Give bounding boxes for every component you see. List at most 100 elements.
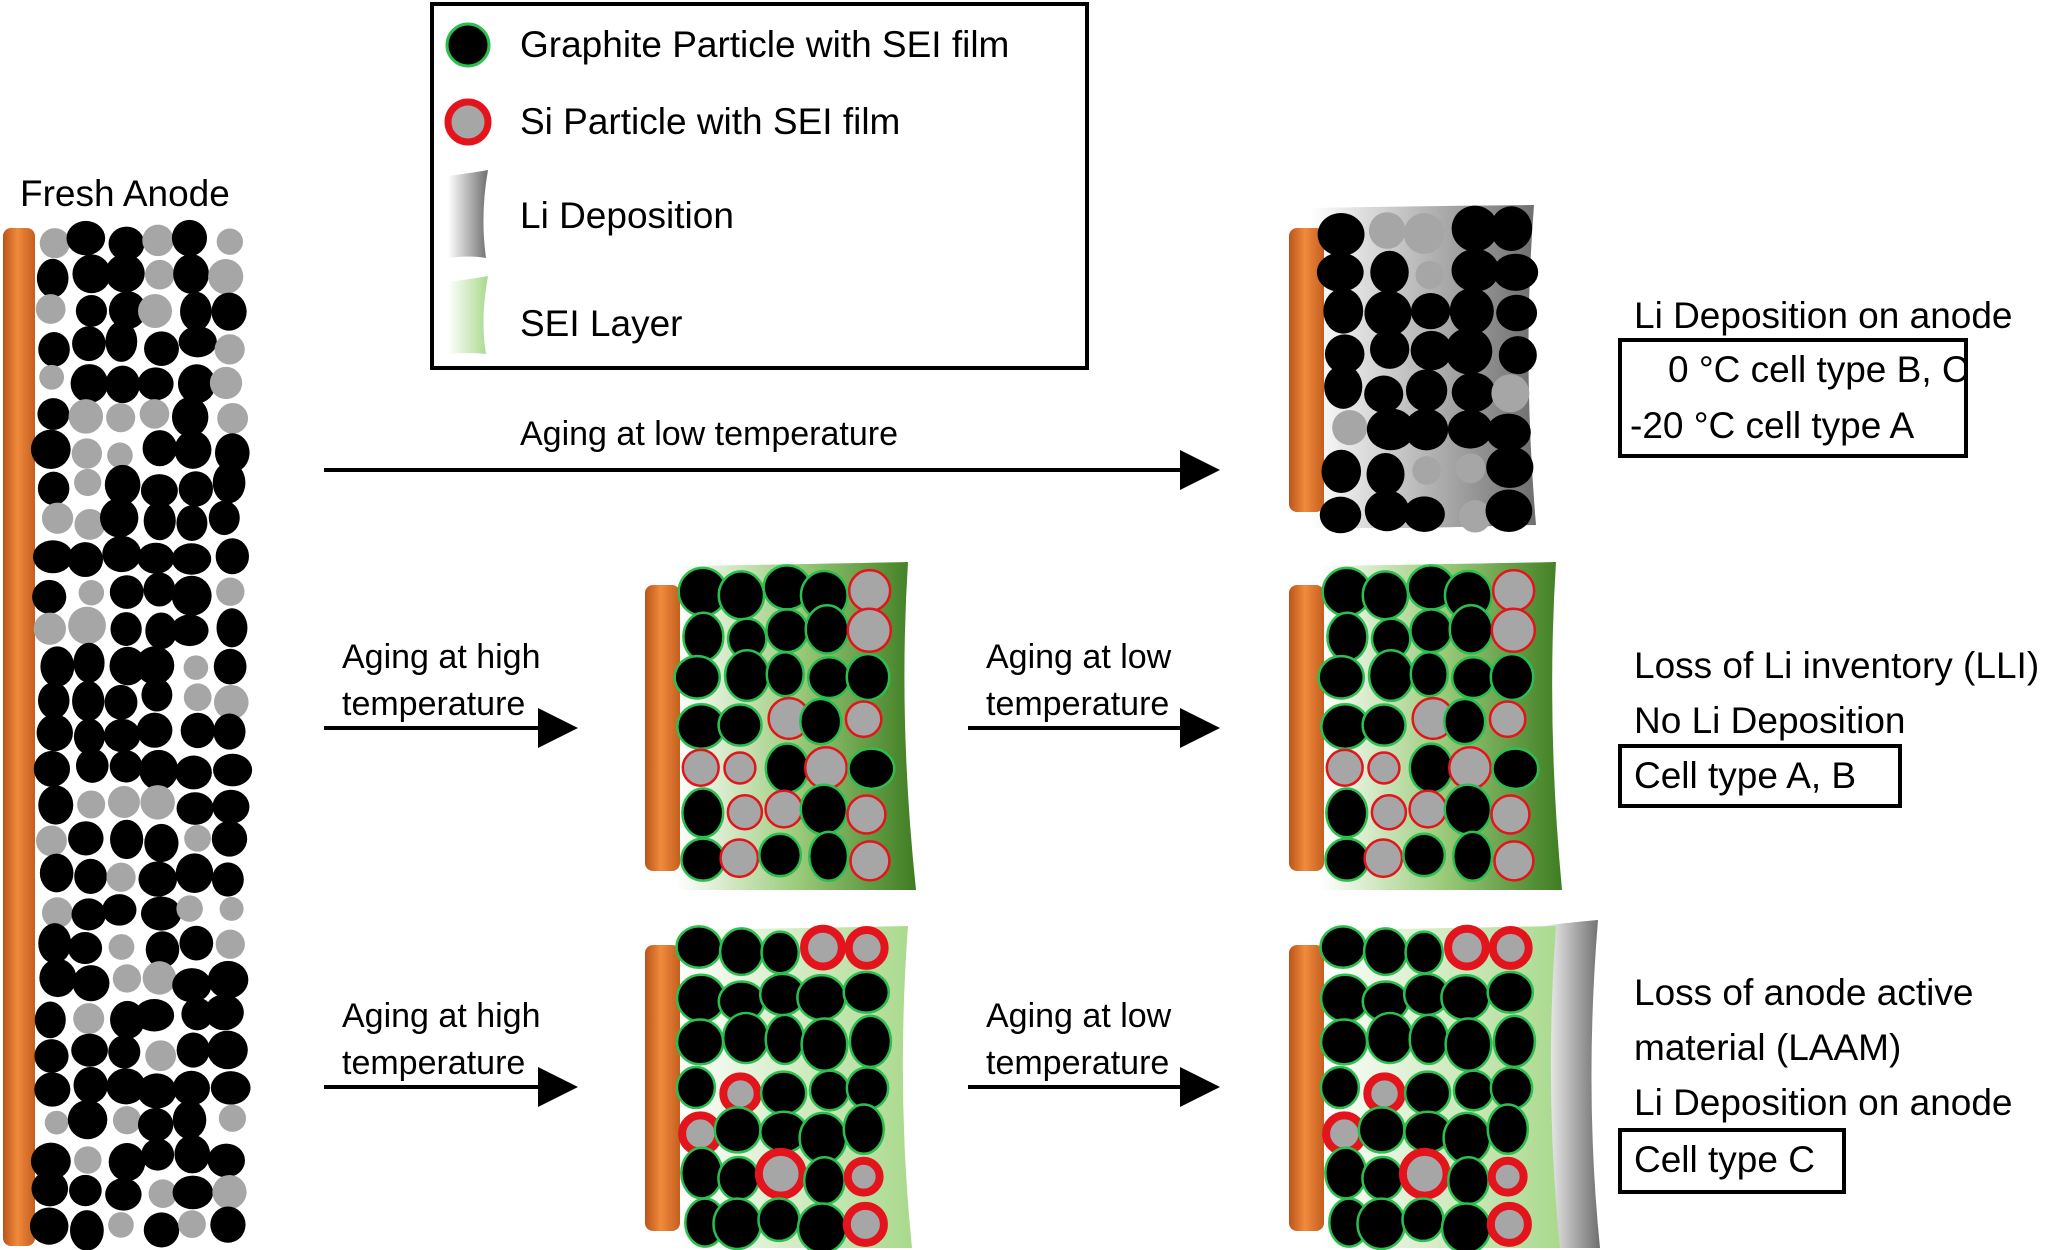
graphite-particle [1443,697,1487,746]
graphite-particle [140,896,182,931]
result-row3-line1: Loss of anode active [1634,972,1973,1013]
anode-row1-particles [1316,205,1539,534]
graphite-particle [1366,453,1405,496]
graphite-particle [208,500,240,536]
graphite-particle [1451,205,1498,252]
graphite-particle [1370,250,1409,294]
si-particle [74,508,106,540]
graphite-particle [1409,608,1454,654]
graphite-particle [1324,364,1363,409]
si-particle [41,897,73,929]
graphite-particle [207,960,249,999]
arrow-row2-high-label-2: temperature [342,685,525,723]
graphite-particle [68,821,104,856]
graphite-particle [1450,656,1496,700]
graphite-particle [1486,446,1534,489]
si-particle [176,895,203,922]
graphite-particle [675,925,723,970]
graphite-particle [137,1073,177,1109]
graphite-particle [105,253,145,293]
graphite-particle [1485,489,1533,532]
anode-row2-low-particles [1317,564,1540,883]
graphite-particle [723,649,771,703]
graphite-particle [675,1018,725,1066]
graphite-particle [34,1072,71,1107]
graphite-particle [1364,290,1412,337]
graphite-particle [808,1069,851,1112]
si-particle [681,748,720,787]
si-particle [35,825,67,857]
si-particle [842,1201,888,1247]
result-row3: Loss of anode active material (LAAM) Li … [1618,972,2013,1194]
si-particle [844,925,889,970]
graphite-particle [75,748,109,783]
graphite-particle [70,364,109,403]
graphite-particle [30,1142,71,1180]
graphite-particle [717,703,763,747]
graphite-particle [1445,327,1493,375]
si-particle [108,934,135,960]
graphite-particle [32,579,67,614]
arrow-row3-high-label-1: Aging at high [342,997,541,1035]
si-particle [68,606,106,645]
graphite-particle [1490,206,1533,252]
graphite-particle [1356,1197,1407,1250]
graphite-particle [71,898,106,931]
graphite-particle [1361,570,1410,621]
si-particle [800,924,846,971]
si-particle [1398,1147,1451,1200]
graphite-particle [104,464,141,505]
si-particle [44,1110,69,1135]
anode-row1-current-collector [1289,228,1324,512]
anode-row2-high-current-collector [645,585,680,871]
graphite-particle [177,364,216,404]
graphite-particle [105,1178,142,1211]
graphite-particle [100,498,139,538]
graphite-particle [74,858,108,894]
legend-li-deposition-label: Li Deposition [520,195,734,236]
graphite-particle [171,219,208,257]
fresh-anode-current-collector [3,228,35,1246]
graphite-particle [109,575,144,609]
si-particle [108,1212,134,1238]
graphite-particle [211,862,244,897]
graphite-particle [1369,329,1410,369]
graphite-particle [1324,837,1370,882]
graphite-particle [1489,652,1535,702]
graphite-particle [1448,603,1494,655]
si-particle [846,607,893,654]
graphite-particle [171,543,212,575]
graphite-particle [804,603,850,655]
si-particle [39,228,70,259]
graphite-particle [1447,409,1493,449]
graphite-particle [1357,1106,1406,1154]
result-row1: Li Deposition on anode 0 °C cell type B,… [1618,295,2013,458]
result-row1-box [1618,338,1968,458]
graphite-particle [102,894,137,926]
graphite-particle [142,430,177,467]
graphite-particle [172,968,212,1003]
si-particle [719,1072,762,1115]
si-particle [1491,568,1536,613]
si-particle [74,1146,102,1174]
graphite-particle [109,646,147,686]
result-row1-title: Li Deposition on anode [1634,295,2013,336]
si-particle [1363,838,1404,879]
graphite-particle [145,931,180,968]
graphite-particle [110,819,144,860]
si-particle [846,794,887,835]
si-particle [140,785,175,820]
si-particle [1332,410,1368,446]
graphite-particle [30,429,71,469]
graphite-particle [173,253,209,294]
graphite-particle [680,1146,724,1200]
graphite-particle [213,753,253,787]
graphite-particle [207,1143,245,1178]
si-particle [212,1174,247,1210]
graphite-particle [842,970,891,1014]
result-row1-box-line2: -20 °C cell type A [1630,405,1915,446]
graphite-particle [1401,1197,1445,1243]
graphite-particle [170,614,209,647]
graphite-particle [32,540,73,574]
